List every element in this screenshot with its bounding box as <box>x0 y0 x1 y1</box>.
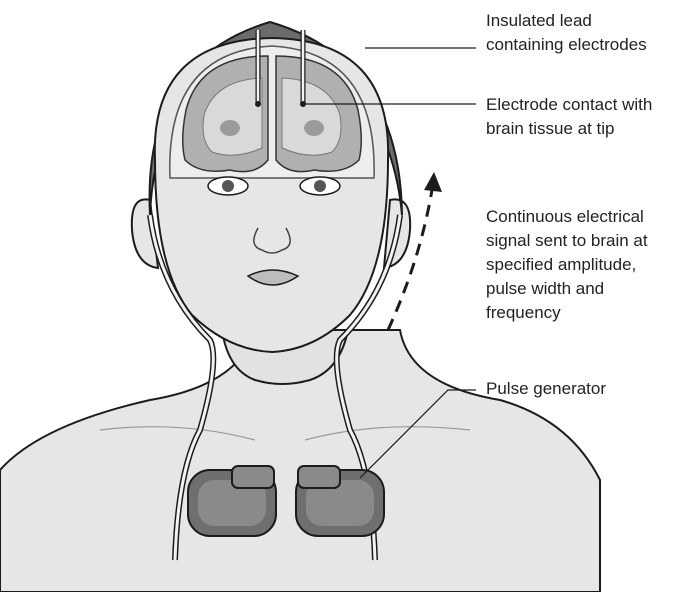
leader-pulse-generator <box>359 389 476 479</box>
signal-arrow <box>386 189 434 331</box>
deep-nucleus-left <box>220 120 240 136</box>
electrode-tip-left <box>255 101 261 107</box>
collarbone-left <box>99 426 256 441</box>
left-iris <box>222 180 234 192</box>
label-signal: Continuous electrical signal sent to bra… <box>486 207 652 322</box>
lead-left-neck-core <box>148 214 215 561</box>
white-matter-left <box>202 77 263 156</box>
white-matter-right <box>281 77 342 156</box>
torso <box>0 329 601 592</box>
label-electrode-contact: Electrode contact with brain tissue at t… <box>486 95 657 138</box>
deep-nucleus-right <box>304 120 324 136</box>
pulse-generator-left-header <box>231 465 275 489</box>
signal-arrowhead <box>424 172 442 192</box>
label-pulse-generator: Pulse generator <box>486 379 606 398</box>
pulse-generator-right-inner <box>306 480 374 526</box>
nose <box>253 227 291 254</box>
pulse-generator-right-header <box>297 465 341 489</box>
collarbone-right <box>304 426 471 441</box>
pulse-generator-left-inner <box>198 480 266 526</box>
mouth <box>246 269 300 286</box>
label-insulated-lead: Insulated lead containing electrodes <box>486 11 647 54</box>
right-iris <box>314 180 326 192</box>
